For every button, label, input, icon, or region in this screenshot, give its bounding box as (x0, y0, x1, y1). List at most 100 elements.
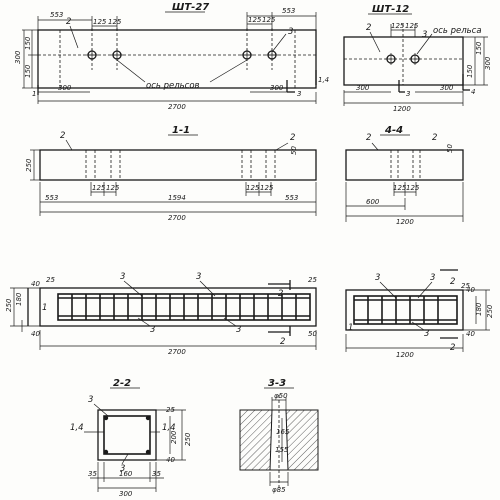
svg-text:3: 3 (422, 30, 427, 40)
svg-text:50: 50 (290, 146, 298, 155)
stirrup-section (103, 415, 151, 455)
svg-text:155: 155 (275, 446, 289, 454)
svg-text:2: 2 (450, 277, 455, 287)
svg-text:3: 3 (288, 27, 293, 37)
svg-text:2: 2 (366, 23, 371, 33)
svg-text:1200: 1200 (396, 218, 414, 226)
section-4-4-body (345, 149, 464, 181)
section-2-2-body (97, 409, 157, 461)
svg-text:250: 250 (486, 304, 494, 318)
svg-text:2: 2 (432, 133, 437, 143)
svg-text:ось рельса: ось рельса (433, 26, 482, 36)
svg-text:3: 3 (120, 272, 125, 282)
svg-text:150: 150 (466, 64, 474, 78)
svg-text:125: 125 (92, 184, 106, 192)
svg-text:300: 300 (270, 84, 284, 92)
svg-text:3: 3 (430, 273, 435, 283)
rebar-dot (145, 449, 151, 455)
svg-text:600: 600 (366, 198, 380, 206)
svg-text:125: 125 (248, 16, 262, 24)
svg-text:3: 3 (150, 325, 155, 335)
reinforcement-short: 3 3 3 1 2 2 250 180 40 40 25 1200 (345, 269, 494, 359)
svg-text:1: 1 (42, 303, 47, 313)
svg-text:2: 2 (60, 131, 65, 141)
svg-text:1200: 1200 (393, 105, 411, 113)
sht27-body (37, 29, 317, 89)
svg-text:125: 125 (108, 18, 122, 26)
svg-text:40: 40 (466, 286, 475, 294)
svg-text:250: 250 (5, 298, 13, 312)
svg-text:3: 3 (375, 273, 380, 283)
svg-text:2: 2 (366, 133, 371, 143)
section-3-3: 3-3 φ50 φ85 165 155 (239, 378, 319, 494)
section-1-1: 1-1 2 2 50 250 125 125 125 125 (25, 125, 317, 222)
svg-text:1: 1 (32, 90, 36, 98)
title-sht12: ШТ-12 (372, 4, 409, 15)
rebar-dot (103, 415, 109, 421)
svg-text:125: 125 (405, 22, 419, 30)
svg-text:40: 40 (466, 330, 475, 338)
beam-outline-short (345, 289, 464, 331)
svg-text:φ50: φ50 (274, 392, 288, 400)
title-sht27: ШТ-27 (172, 2, 209, 13)
svg-text:553: 553 (282, 7, 295, 15)
svg-text:25: 25 (308, 276, 317, 284)
svg-text:3: 3 (196, 272, 201, 282)
beam-outline (39, 287, 317, 327)
svg-text:25: 25 (461, 282, 470, 290)
svg-text:125: 125 (262, 16, 276, 24)
svg-text:553: 553 (285, 194, 298, 202)
svg-text:180: 180 (475, 302, 483, 316)
svg-text:165: 165 (276, 428, 290, 436)
svg-text:300: 300 (119, 490, 133, 498)
svg-text:180: 180 (15, 292, 23, 306)
svg-text:50: 50 (308, 330, 317, 338)
svg-text:1,4: 1,4 (162, 423, 176, 433)
svg-text:50: 50 (446, 144, 454, 153)
reinforcement-long: 3 3 3 3 2 2 1 250 180 40 40 25 25 50 270… (5, 272, 317, 356)
section-2-2: 2-2 3 1,4 1,4 3 250 200 25 40 35 160 35 (70, 378, 192, 498)
svg-text:553: 553 (45, 194, 58, 202)
svg-text:2: 2 (278, 289, 283, 299)
svg-text:300: 300 (356, 84, 370, 92)
section-1-1-body (39, 149, 317, 181)
svg-text:40: 40 (31, 330, 40, 338)
rebar-cage-short (353, 295, 458, 325)
svg-text:125: 125 (406, 184, 420, 192)
svg-text:φ85: φ85 (272, 486, 286, 494)
svg-text:1200: 1200 (396, 351, 414, 359)
sht12-plan: ШТ-12 125 125 2 3 ось рельса 150 150 300… (343, 4, 492, 113)
svg-text:300: 300 (440, 84, 454, 92)
svg-text:4: 4 (471, 88, 475, 96)
svg-text:2: 2 (66, 17, 71, 27)
svg-text:35: 35 (152, 470, 161, 478)
title-section-2-2: 2-2 (113, 378, 131, 389)
stirrups (71, 294, 297, 320)
svg-text:40: 40 (166, 456, 175, 464)
svg-text:2: 2 (280, 337, 285, 347)
svg-text:25: 25 (46, 276, 55, 284)
svg-text:3: 3 (120, 464, 125, 474)
title-section-3-3: 3-3 (268, 378, 286, 389)
svg-text:125: 125 (106, 184, 120, 192)
sht12-body (343, 36, 464, 86)
svg-text:160: 160 (119, 470, 133, 478)
svg-text:300: 300 (58, 84, 72, 92)
svg-text:125: 125 (260, 184, 274, 192)
svg-text:3: 3 (297, 90, 301, 98)
svg-text:3: 3 (424, 329, 429, 339)
svg-text:3: 3 (236, 325, 241, 335)
title-section-4-4: 4-4 (384, 125, 403, 136)
svg-text:150: 150 (475, 41, 483, 55)
svg-text:125: 125 (393, 184, 407, 192)
sht27-plan: ШТ-27 553 125 125 553 125 125 (14, 2, 329, 111)
title-section-1-1: 1-1 (172, 125, 190, 136)
svg-text:1,4: 1,4 (318, 76, 329, 84)
svg-text:125: 125 (93, 18, 107, 26)
svg-text:300: 300 (14, 50, 22, 64)
svg-text:200: 200 (170, 430, 178, 444)
svg-text:250: 250 (25, 158, 33, 172)
svg-text:125: 125 (246, 184, 260, 192)
svg-text:150: 150 (24, 64, 32, 78)
